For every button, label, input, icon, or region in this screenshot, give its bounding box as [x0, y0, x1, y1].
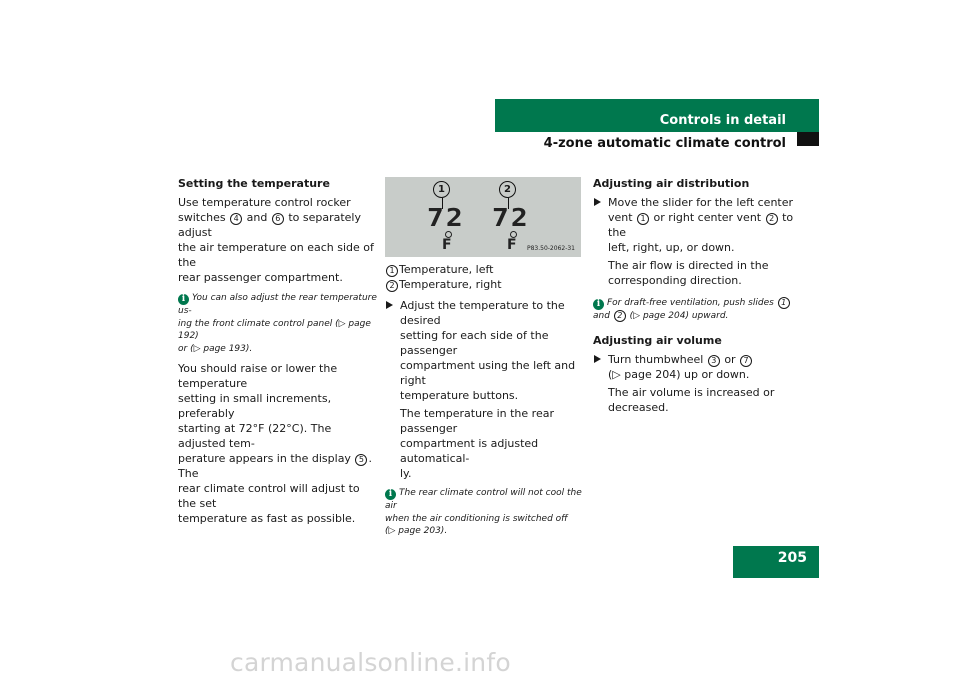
- intro-line-3: the air temperature on each side of the: [178, 241, 374, 269]
- leader-line: [508, 198, 509, 209]
- instruction-step: Turn thumbwheel 3 or 7 (▷ page 204) up o…: [593, 352, 798, 382]
- step-result: The air volume is increased or decreased…: [608, 385, 775, 414]
- leader-line: [442, 198, 443, 209]
- temperature-display-figure: 1 2 72 72 F F P83.50-2062-31: [385, 177, 581, 257]
- instruction-step: Move the slider for the left center vent…: [593, 195, 798, 255]
- info-icon: i: [593, 299, 604, 310]
- info-icon: i: [178, 294, 189, 305]
- unit-left: F: [442, 237, 452, 253]
- figure-code: P83.50-2062-31: [526, 245, 575, 252]
- callout-1: 1: [433, 181, 450, 198]
- heading-air-volume: Adjusting air volume: [593, 333, 722, 347]
- header-bar: [495, 99, 819, 132]
- unit-right: F: [507, 237, 517, 253]
- intro-line-2: switches 4 and 6 to separately adjust: [178, 211, 361, 239]
- degree-icon: [510, 231, 517, 238]
- temp-left-readout: 72: [427, 202, 465, 233]
- section-title: Controls in detail: [659, 113, 786, 128]
- body-paragraph: You should raise or lower the temperatur…: [178, 362, 372, 525]
- temp-right-readout: 72: [492, 202, 530, 233]
- heading-air-distribution: Adjusting air distribution: [593, 177, 750, 190]
- callout-2: 2: [499, 181, 516, 198]
- degree-icon: [445, 231, 452, 238]
- page-number-box: 205: [733, 546, 819, 578]
- subsection-title: 4-zone automatic climate control: [543, 136, 786, 151]
- step-result: The air flow is directed in the correspo…: [608, 259, 769, 287]
- left-column: Setting the temperature Use temperature …: [178, 176, 378, 526]
- step-result: The temperature in the rear passenger co…: [400, 407, 554, 480]
- heading-setting-temperature: Setting the temperature: [178, 177, 330, 190]
- watermark: carmanualsonline.info: [230, 648, 511, 677]
- header-marker: [797, 132, 819, 146]
- page-number: 205: [777, 550, 807, 566]
- callout-number: 5: [355, 454, 368, 466]
- callout-number: 4: [230, 213, 243, 225]
- callout-number: 6: [271, 213, 284, 225]
- info-icon: i: [385, 489, 396, 500]
- intro-line-4: rear passenger compartment.: [178, 271, 343, 284]
- intro-line-1: Use temperature control rocker: [178, 196, 351, 209]
- instruction-step: Adjust the temperature to the desired se…: [385, 298, 585, 403]
- right-column: Adjusting air distribution Move the slid…: [593, 176, 798, 415]
